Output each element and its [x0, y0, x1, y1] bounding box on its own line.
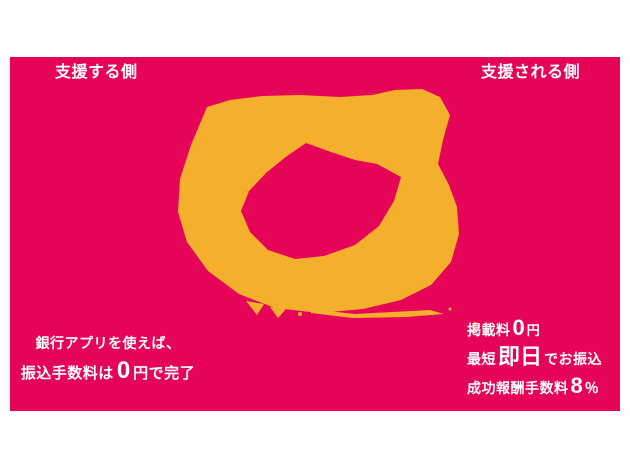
payout-speed-label: 最短 — [467, 351, 496, 367]
supporter-note-line1: 銀行アプリを使えば、 — [35, 335, 181, 351]
success-fee-value: 8 — [570, 373, 583, 398]
supporter-note-line2-prefix: 振込手数料は — [20, 365, 114, 382]
listing-fee-value: 0 — [512, 315, 525, 340]
supporter-side-label: 支援する側 — [55, 64, 138, 81]
success-fee-unit: ％ — [584, 380, 600, 396]
recipient-side-label: 支援される側 — [480, 64, 580, 81]
listing-fee-label: 掲載料 — [467, 322, 511, 338]
supporter-note-zero-value: 0 — [116, 357, 131, 384]
payout-speed-value: 即日 — [498, 344, 543, 369]
success-fee-row: 成功報酬手数料8％ — [467, 375, 602, 397]
supporter-note-line2-suffix: 円で完了 — [133, 365, 196, 382]
listing-fee-unit: 円 — [526, 323, 541, 338]
payout-speed-row: 最短即日でお振込 — [467, 346, 602, 368]
success-fee-label: 成功報酬手数料 — [467, 380, 569, 396]
painted-circle-icon — [178, 89, 477, 326]
payout-speed-suffix: でお振込 — [544, 351, 603, 367]
